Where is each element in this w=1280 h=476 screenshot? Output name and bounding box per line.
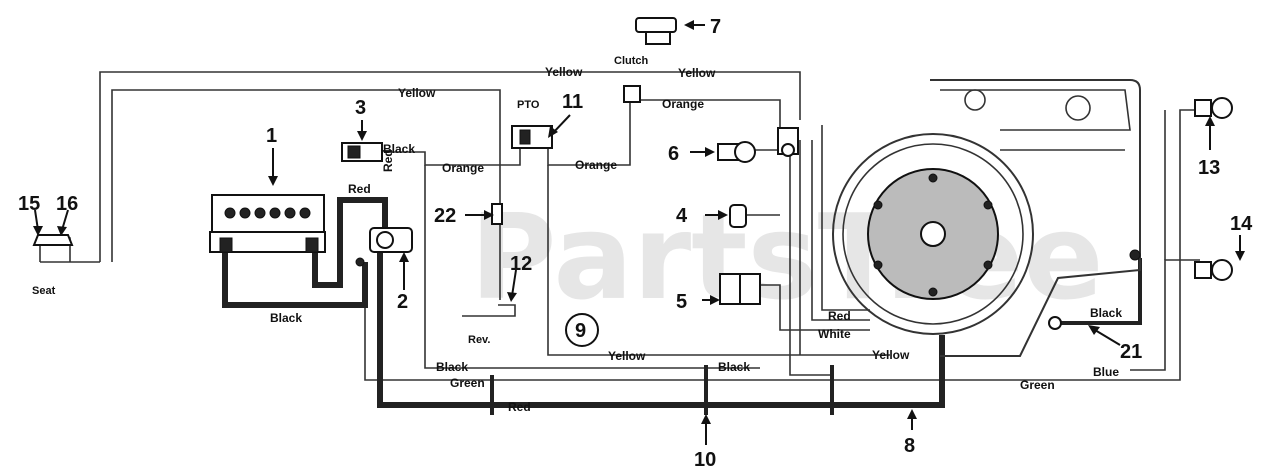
solenoid [355, 227, 413, 267]
label-green-left: Green [450, 376, 485, 390]
label-black-right: Black [1090, 306, 1122, 320]
label-red-vertical: Red [381, 149, 395, 172]
battery [209, 194, 326, 253]
callout-7: 7 [710, 16, 721, 38]
callout-numbers: 1 2 3 4 5 6 7 8 9 10 11 12 13 14 15 16 2… [18, 16, 1253, 471]
pto-switch [511, 125, 553, 149]
watermark: PartsTree [470, 188, 1104, 326]
switch-4 [729, 204, 747, 228]
label-orange-top: Orange [662, 97, 704, 111]
label-orange-left: Orange [442, 161, 484, 175]
label-yellow-top-right: Yellow [678, 66, 716, 80]
callout-8: 8 [904, 435, 915, 457]
label-rev: Rev. [468, 334, 490, 346]
label-yellow-bottom-right: Yellow [872, 348, 910, 362]
label-red-engine: Red [828, 309, 851, 323]
key-switch [341, 142, 383, 162]
callout-9: 9 [575, 320, 586, 342]
thin-wires [39, 71, 1200, 381]
callout-12: 12 [510, 253, 532, 275]
callout-3: 3 [355, 97, 366, 119]
callout-5: 5 [676, 291, 687, 313]
label-clutch: Clutch [614, 55, 649, 67]
callout-22: 22 [434, 205, 456, 227]
label-white-engine: White [818, 327, 851, 341]
label-orange-mid: Orange [575, 158, 617, 172]
label-black-bottom-mid: Black [718, 360, 750, 374]
callout-6: 6 [668, 143, 679, 165]
label-black-battery: Black [270, 311, 302, 325]
label-pto: PTO [517, 99, 540, 111]
label-yellow-top: Yellow [545, 65, 583, 79]
label-red-bottom: Red [508, 400, 531, 414]
label-blue: Blue [1093, 365, 1119, 379]
component-labels: Clutch PTO Seat Rev. [32, 55, 649, 346]
callout-4: 4 [676, 205, 688, 227]
clutch-switch [623, 85, 641, 103]
callout-14: 14 [1230, 213, 1253, 235]
wire-labels: Yellow Yellow Yellow Yellow Yellow Orang… [270, 65, 1122, 414]
callout-21: 21 [1120, 341, 1142, 363]
callout-11: 11 [562, 91, 583, 113]
callout-9-circle [565, 313, 599, 347]
engine [832, 79, 1141, 357]
label-green-right: Green [1020, 378, 1055, 392]
headlight-13 [1194, 97, 1233, 119]
label-black-switch: Black [383, 142, 415, 156]
switch-6 [717, 141, 756, 163]
label-red-top: Red [348, 182, 371, 196]
thick-wires [222, 197, 945, 415]
callout-10: 10 [694, 449, 716, 471]
switch-7 [635, 17, 677, 45]
callout-15: 15 [18, 193, 40, 215]
seat-switch [32, 234, 74, 246]
label-black-bottom-left: Black [436, 360, 468, 374]
callout-16: 16 [56, 193, 78, 215]
module-5 [719, 273, 761, 305]
callout-2: 2 [397, 291, 408, 313]
headlight-14 [1194, 259, 1233, 281]
callout-arrows [33, 20, 1245, 445]
label-yellow-left: Yellow [398, 86, 436, 100]
label-seat: Seat [32, 285, 56, 297]
callout-1: 1 [266, 125, 277, 147]
label-yellow-bottom: Yellow [608, 349, 646, 363]
connector-right [777, 127, 799, 157]
callout-13: 13 [1198, 157, 1220, 179]
